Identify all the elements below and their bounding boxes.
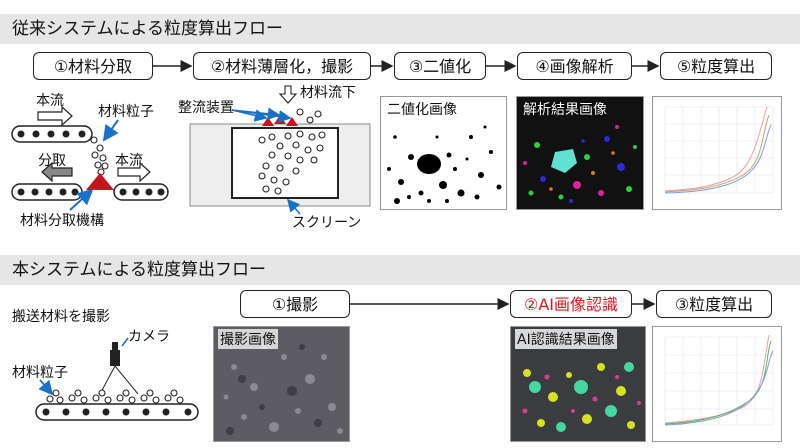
step-binarization: ③二値化: [394, 52, 486, 80]
rectifier-label: 整流装置: [178, 100, 234, 116]
captured-photo: 撮影画像: [213, 326, 350, 442]
capture-conveyed-material-label: 搬送材料を撮影: [12, 309, 110, 325]
mainflow-label-2: 本流: [115, 153, 143, 169]
step-material-sampling: ①材料分取: [33, 52, 153, 80]
binarized-image-blobs: [387, 125, 502, 204]
step-capture: ①撮影: [240, 290, 350, 318]
binarized-image: 二値化画像: [380, 96, 507, 210]
split-label: 分取: [38, 153, 66, 169]
material-fall-label: 材料流下: [300, 85, 356, 101]
step-granularity-calc: ⑤粒度算出: [660, 52, 772, 80]
material-particle-label-bottom: 材料粒子: [12, 365, 68, 381]
granularity-chart-bottom-plot: [664, 334, 774, 426]
captured-photo-texture: [223, 344, 343, 435]
captured-photo-label: 撮影画像: [218, 329, 278, 349]
step-thin-layer-imaging: ②材料薄層化，撮影: [193, 52, 371, 80]
analysis-result-image: 解析結果画像: [516, 96, 644, 210]
step-ai-recognition: ②AI画像認識: [510, 290, 632, 318]
ai-recognition-blobs: [522, 362, 641, 432]
step-granularity-calc-new: ③粒度算出: [656, 290, 772, 318]
conventional-flow-header: 従来システムによる粒度算出フロー: [0, 14, 800, 44]
screen-label: スクリーン: [292, 215, 362, 231]
mainflow-label-1: 本流: [36, 93, 64, 109]
binarized-image-label: 二値化画像: [385, 99, 459, 119]
granularity-chart-top-plot: [664, 106, 774, 194]
analysis-result-label: 解析結果画像: [523, 102, 607, 118]
analysis-result-blobs: [523, 125, 637, 203]
proposed-flow-header: 本システムによる粒度算出フロー: [0, 255, 800, 285]
sampling-mechanism-label: 材料分取機構: [20, 213, 104, 229]
camera-label: カメラ: [128, 329, 170, 345]
ai-recognition-image: AI認識結果画像: [510, 326, 646, 442]
ai-recognition-label: AI認識結果画像: [515, 329, 617, 349]
granularity-chart-bottom: [652, 326, 782, 442]
granularity-chart-top: [652, 96, 782, 210]
step-image-analysis: ④画像解析: [517, 52, 632, 80]
material-particle-label: 材料粒子: [98, 104, 154, 120]
